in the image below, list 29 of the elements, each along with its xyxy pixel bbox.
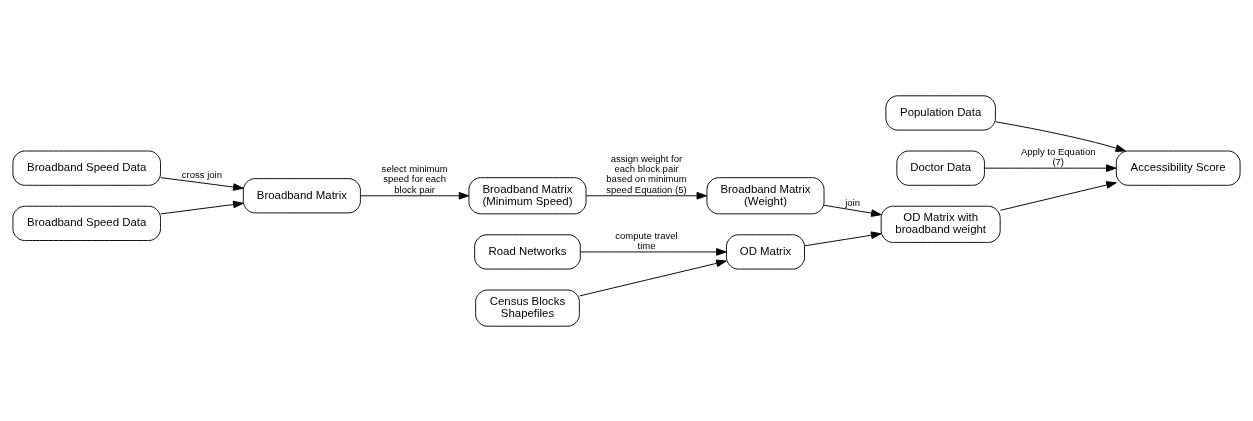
- edge-label: cross join: [181, 168, 223, 180]
- node-box: Census Blocks Shapefiles: [475, 289, 580, 327]
- arrow: [578, 259, 727, 296]
- node-box: OD Matrix with broadband weight: [880, 205, 1001, 243]
- arrow: [160, 176, 244, 191]
- node-box: Population Data: [885, 94, 996, 131]
- edge-label: Apply to Equation (7): [1020, 145, 1096, 167]
- arrow: [585, 191, 708, 200]
- node-box: OD Matrix: [726, 233, 805, 270]
- edge-label: assign weight for each block pair based on minimum speed Equation (5): [606, 152, 687, 195]
- arrow: [995, 120, 1126, 152]
- arrow: [580, 247, 727, 256]
- node-box: Broadband Speed Data: [12, 150, 161, 186]
- node-box: Doctor Data: [896, 150, 985, 186]
- arrow: [823, 204, 882, 217]
- node-box: Road Networks: [474, 233, 581, 270]
- arrow: [1000, 180, 1117, 211]
- edge-label: join: [845, 196, 861, 208]
- arrow: [160, 200, 244, 214]
- arrow: [804, 230, 882, 246]
- arrow: [984, 163, 1117, 172]
- node-box: Broadband Matrix (Minimum Speed): [468, 176, 587, 214]
- node-box: Accessibility Score: [1115, 150, 1241, 186]
- node-box: Broadband Speed Data: [12, 205, 161, 241]
- node-box: Broadband Matrix: [242, 177, 361, 213]
- node-box: Broadband Matrix (Weight): [706, 176, 825, 214]
- edge-label: compute travel time: [615, 229, 678, 251]
- arrow: [359, 191, 470, 200]
- edge-label: select minimum speed for each block pair: [381, 162, 448, 195]
